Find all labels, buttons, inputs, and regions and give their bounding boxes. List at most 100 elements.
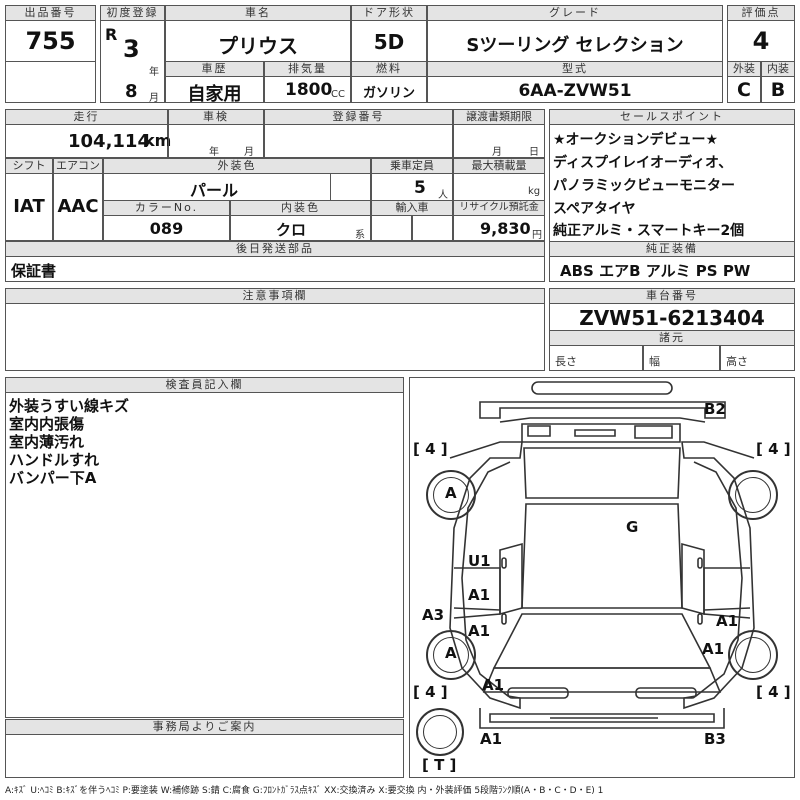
capacity-header: 乗車定員 — [371, 158, 453, 174]
later-parts-header: 後日発送部品 — [5, 241, 545, 257]
exterior-header: 外装 — [727, 61, 761, 77]
first-reg-header: 初度登録 — [100, 5, 165, 21]
office-cell — [5, 734, 404, 778]
exterior-grade: C — [737, 79, 751, 101]
door-type: 5D — [373, 30, 405, 54]
int-color-cell: クロ 系 — [230, 215, 371, 241]
width-cell: 幅 — [643, 345, 720, 371]
height-cell: 高さ — [720, 345, 795, 371]
reg-year: 3 — [123, 35, 140, 63]
interior-header: 内装 — [761, 61, 795, 77]
inspector-cell: 外装うすい線キズ 室内内張傷 室内薄汚れ ハンドルすれ バンパー下A — [5, 392, 404, 718]
tire-tread-fl: [ 4 ] — [413, 683, 448, 701]
lot-no: 755 — [25, 27, 76, 55]
color-sub-cell — [330, 173, 371, 201]
damage-a1: A1 — [716, 612, 739, 630]
car-name-header: 車名 — [165, 5, 351, 21]
wheel-front-left-label: A — [445, 644, 457, 662]
sales-point-line: ディスプイレイオーディオ、 — [553, 155, 733, 171]
height-label: 高さ — [726, 355, 748, 368]
mileage: 104,114 — [68, 131, 150, 152]
damage-a1: A1 — [482, 676, 505, 694]
length-label: 長さ — [555, 355, 577, 368]
car-name: プリウス — [218, 34, 298, 58]
displacement: 1800 — [285, 80, 333, 100]
wheel-front-left — [426, 630, 476, 680]
inspector-note: ハンドルすれ — [9, 451, 100, 469]
transfer-deadline-header: 譲渡書類期限 — [453, 109, 545, 125]
displacement-cell: 1800 CC — [264, 76, 351, 103]
max-load-header: 最大積載量 — [453, 158, 545, 174]
sales-point-line: ★オークションデビュー★ — [553, 132, 719, 148]
recycle-header: リサイクル預託金 — [453, 200, 545, 216]
fuel-header: 燃料 — [351, 61, 427, 77]
mileage-header: 走行 — [5, 109, 168, 125]
inspection-year-unit: 年 — [209, 147, 219, 158]
later-parts-cell: 保証書 — [5, 256, 545, 282]
shift-header: シフト — [5, 158, 53, 174]
lot-no-lower-cell — [5, 61, 96, 103]
damage-a1: A1 — [480, 730, 503, 748]
chassis-cell: ZVW51-6213404 — [549, 303, 795, 331]
exterior-grade-cell: C — [727, 76, 761, 103]
int-color-unit: 系 — [355, 230, 365, 241]
car-diagram: B2 G U1 A1 A3 A1 A1 A1 A1 A1 B3 A A [ 4 … — [409, 377, 795, 778]
spare-tire-label: [ T ] — [422, 756, 457, 774]
year-unit: 年 — [149, 67, 159, 78]
car-name-cell: プリウス — [165, 20, 351, 62]
int-color-header: 内装色 — [230, 200, 371, 216]
damage-b2: B2 — [704, 400, 726, 418]
max-load-cell: kg — [453, 173, 545, 201]
capacity: 5 — [414, 178, 426, 198]
inspector-note: バンパー下A — [9, 469, 97, 487]
damage-a1: A1 — [468, 622, 491, 640]
score: 4 — [752, 27, 770, 55]
length-cell: 長さ — [549, 345, 643, 371]
std-equip-header: 純正装備 — [549, 241, 795, 257]
sales-point-header: セールスポイント — [549, 109, 795, 125]
damage-a3: A3 — [422, 606, 445, 624]
score-header: 評価点 — [727, 5, 795, 21]
capacity-unit: 人 — [438, 190, 448, 201]
wheel-rear-right — [728, 470, 778, 520]
spare-tire — [416, 708, 464, 756]
damage-u1: U1 — [468, 552, 491, 570]
aircon: AAC — [57, 196, 99, 217]
shift: IAT — [13, 196, 45, 217]
door-cell: 5D — [351, 20, 427, 62]
caution-header: 注意事項欄 — [5, 288, 545, 304]
inspector-note: 室内薄汚れ — [9, 433, 85, 451]
damage-a1: A1 — [468, 586, 491, 604]
inspector-note: 外装うすい線キズ — [9, 397, 130, 415]
first-reg-cell: R 3 年 8 月 — [100, 20, 165, 104]
sales-point-cell: ★オークションデビュー★ ディスプイレイオーディオ、 パノラミックビューモニター… — [549, 124, 795, 242]
inspection-month-unit: 月 — [244, 147, 254, 158]
color-no: 089 — [149, 219, 184, 238]
reg-no-header: 登録番号 — [264, 109, 453, 125]
damage-b3: B3 — [704, 730, 726, 748]
import-cell-a — [371, 215, 412, 241]
reg-month: 8 — [125, 81, 138, 102]
grade-header: グレード — [427, 5, 723, 21]
era: R — [105, 25, 118, 44]
sales-point-line: 純正アルミ・スマートキー2個 — [553, 223, 745, 239]
chassis-header: 車台番号 — [549, 288, 795, 304]
caution-cell — [5, 303, 545, 371]
capacity-cell: 5 人 — [371, 173, 453, 201]
color-no-cell: 089 — [103, 215, 230, 241]
fuel-cell: ガソリン — [351, 76, 427, 103]
recycle: 9,830 — [480, 219, 531, 238]
color-no-header: カラーNo. — [103, 200, 230, 216]
displacement-header: 排気量 — [264, 61, 351, 77]
int-color: クロ — [275, 221, 306, 239]
interior-grade: B — [770, 79, 786, 101]
shift-cell: IAT — [5, 173, 53, 241]
wheel-rear-left — [426, 470, 476, 520]
transfer-month-unit: 月 — [492, 147, 502, 158]
std-equip: ABS エアB アルミ PS PW — [560, 262, 751, 280]
transfer-day-unit: 日 — [529, 147, 539, 158]
import-header: 輸入車 — [371, 200, 453, 216]
damage-legend: A:ｷｽﾞ U:ﾍｺﾐ B:ｷｽﾞを伴うﾍｺﾐ P:要塗装 W:補修跡 S:錆 … — [5, 786, 604, 796]
tire-tread-rr: [ 4 ] — [756, 440, 791, 458]
lot-no-header: 出品番号 — [5, 5, 96, 21]
